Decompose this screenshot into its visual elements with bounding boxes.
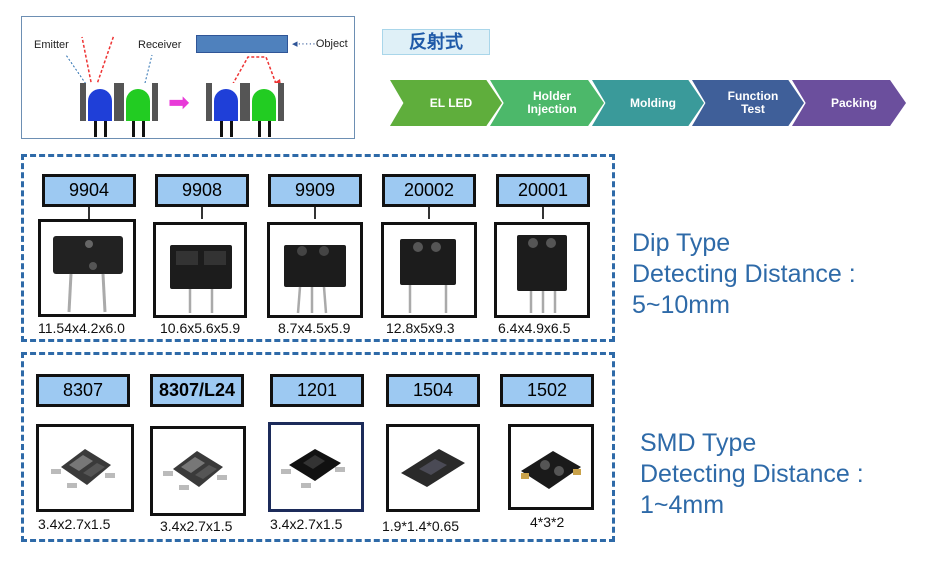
dimension-label: 3.4x2.7x1.5 bbox=[270, 516, 343, 532]
product-photo-1504 bbox=[386, 424, 480, 512]
sensor-smd-image bbox=[163, 451, 227, 490]
process-step-packing: Packing bbox=[792, 80, 906, 126]
emitter-label: Emitter bbox=[34, 39, 69, 51]
process-step-el-led: EL LED bbox=[390, 80, 502, 126]
dimension-label: 6.4x4.9x6.5 bbox=[498, 320, 571, 336]
model-label: 9909 bbox=[268, 174, 362, 207]
reflective-principle-diagram: Emitter Receiver ◂·····Object ➡ bbox=[21, 16, 355, 139]
model-label: 20002 bbox=[382, 174, 476, 207]
process-step-molding: Molding bbox=[592, 80, 704, 126]
dimension-label: 3.4x2.7x1.5 bbox=[38, 516, 111, 532]
product-photo-9904 bbox=[38, 219, 136, 317]
smd-type-group bbox=[21, 352, 615, 542]
sensor-dip-image bbox=[53, 236, 123, 313]
product-photo-1201 bbox=[268, 422, 364, 512]
model-label: 20001 bbox=[496, 174, 590, 207]
product-photo-8307 bbox=[36, 424, 134, 512]
sensor-smd-image bbox=[51, 449, 115, 488]
product-photo-9908 bbox=[153, 222, 247, 318]
dip-type-label: Dip Type bbox=[632, 229, 731, 257]
dimension-label: 1.9*1.4*0.65 bbox=[382, 518, 460, 534]
reflective-type-title: 反射式 bbox=[382, 29, 490, 55]
product-photo-8307-l24 bbox=[150, 426, 246, 516]
emitter-led-icon bbox=[214, 89, 238, 121]
smd-distance-value: 1~4mm bbox=[640, 491, 725, 519]
emitter-led-icon bbox=[88, 89, 112, 121]
model-label: 1201 bbox=[270, 374, 364, 407]
sensor-dip-image bbox=[517, 235, 567, 313]
dip-type-description: Dip Type Detecting Distance : 5~10mm bbox=[632, 228, 856, 321]
model-label: 1502 bbox=[500, 374, 594, 407]
model-label: 8307 bbox=[36, 374, 130, 407]
smd-distance-label: Detecting Distance : bbox=[640, 460, 864, 488]
dimension-label: 10.6x5.6x5.9 bbox=[160, 320, 241, 336]
dimension-label: 4*3*2 bbox=[530, 514, 565, 530]
dimension-label: 3.4x2.7x1.5 bbox=[160, 518, 233, 534]
process-step-function-test: Function Test bbox=[692, 80, 804, 126]
sensor-dip-image bbox=[170, 245, 232, 313]
dip-distance-label: Detecting Distance : bbox=[632, 260, 856, 288]
smd-type-label: SMD Type bbox=[640, 429, 757, 457]
product-photo-20002 bbox=[381, 222, 477, 318]
receiver-led-icon bbox=[252, 89, 276, 121]
model-label: 9904 bbox=[42, 174, 136, 207]
dimension-label: 11.54x4.2x6.0 bbox=[38, 320, 125, 336]
dimension-label: 12.8x5x9.3 bbox=[386, 320, 455, 336]
product-photo-20001 bbox=[494, 222, 590, 318]
sensor-smd-image bbox=[521, 451, 581, 489]
sensor-smd-image bbox=[281, 449, 345, 488]
object-bar bbox=[196, 35, 288, 53]
sensor-dip-image bbox=[400, 239, 456, 313]
model-label: 9908 bbox=[155, 174, 249, 207]
receiver-label: Receiver bbox=[138, 39, 182, 51]
model-label: 1504 bbox=[386, 374, 480, 407]
process-step-holder-injection: Holder Injection bbox=[490, 80, 604, 126]
transition-arrow-icon: ➡ bbox=[168, 87, 190, 117]
product-photo-1502 bbox=[508, 424, 594, 510]
light-rays-icon bbox=[65, 34, 153, 88]
dimension-label: 8.7x4.5x5.9 bbox=[278, 320, 351, 336]
product-photo-9909 bbox=[267, 222, 363, 318]
object-pointer-icon: ◂····· bbox=[292, 38, 316, 50]
dip-distance-value: 5~10mm bbox=[632, 291, 730, 319]
object-label: Object bbox=[315, 38, 348, 50]
dip-type-group bbox=[21, 154, 615, 342]
sensor-smd-image bbox=[401, 449, 465, 487]
receiver-led-icon bbox=[126, 89, 150, 121]
model-label: 8307/L24 bbox=[150, 374, 244, 407]
sensor-dip-image bbox=[284, 245, 346, 314]
smd-type-description: SMD Type Detecting Distance : 1~4mm bbox=[640, 428, 864, 521]
